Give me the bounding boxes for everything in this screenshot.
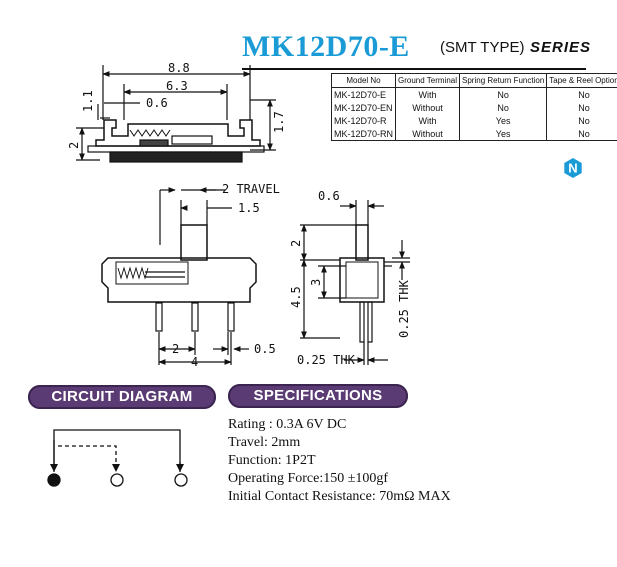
dim-1-5: 1.5: [238, 201, 260, 215]
specifications-heading: SPECIFICATIONS: [228, 384, 408, 408]
cell-model: MK-12D70-RN: [330, 127, 397, 141]
title-underline: [242, 68, 586, 70]
n-logo-icon: N: [564, 158, 582, 178]
common-terminal-filled: [47, 473, 61, 487]
dim-0-6: 0.6: [146, 96, 168, 110]
dim-2-travel: 2 TRAVEL: [222, 182, 280, 196]
dim-0-5: 0.5: [254, 342, 276, 356]
dim-2-pitch: 2: [172, 342, 179, 356]
dim-0-25-thk-horizontal: 0.25 THK: [297, 353, 356, 367]
table-row: MK-12D70-EN Without No No: [330, 101, 617, 114]
type-label: (SMT TYPE): [440, 39, 525, 56]
header-tape-reel: Tape & Reel Option: [546, 73, 617, 88]
dim-3: 3: [309, 279, 323, 286]
title-row: MK12D70-E (SMT TYPE) SERIES: [242, 30, 602, 70]
header-ground-terminal: Ground Terminal: [395, 73, 461, 88]
cell-tape: No: [546, 114, 617, 127]
spec-operating-force: Operating Force:150 ±100gf: [228, 471, 389, 486]
dim-4-5: 4.5: [289, 286, 303, 308]
cell-model: MK-12D70-R: [330, 114, 397, 127]
table-row: MK-12D70-R With Yes No: [330, 114, 617, 127]
dim-0-25-thk-vertical: 0.25 THK: [397, 279, 411, 338]
dim-0-6-side: 0.6: [318, 189, 340, 203]
terminal-open-2: [174, 473, 188, 487]
dim-2-side: 2: [289, 240, 303, 247]
model-title: MK12D70-E: [242, 30, 410, 63]
cell-tape: No: [546, 101, 617, 114]
circuit-diagram: [47, 429, 188, 487]
table-header-row: Model No Ground Terminal Spring Return F…: [330, 73, 617, 88]
top-view-drawing: [76, 65, 276, 163]
front-view-drawing: [101, 187, 257, 365]
spec-rating: Rating : 0.3A 6V DC: [228, 417, 347, 432]
spec-function: Function: 1P2T: [228, 453, 316, 468]
circuit-diagram-heading: CIRCUIT DIAGRAM: [28, 385, 216, 409]
dim-4: 4: [191, 355, 198, 369]
series-label: SERIES: [530, 39, 592, 56]
header-model-no: Model No: [330, 73, 397, 88]
spec-contact-resistance: Initial Contact Resistance: 70mΩ MAX: [228, 489, 451, 504]
terminal-open-1: [110, 473, 124, 487]
cell-tape: No: [546, 127, 617, 141]
spec-travel: Travel: 2mm: [228, 435, 301, 450]
table-row: MK-12D70-RN Without Yes No: [330, 127, 617, 141]
cell-tape: No: [546, 87, 617, 101]
cell-model: MK-12D70-EN: [330, 101, 397, 114]
specifications-list: Rating : 0.3A 6V DC Travel: 2mm Function…: [228, 416, 451, 506]
model-table: Model No Ground Terminal Spring Return F…: [330, 73, 617, 141]
dim-1-7: 1.7: [272, 111, 286, 133]
dim-2-top: 2: [67, 142, 81, 149]
n-logo-letter: N: [568, 161, 577, 176]
table-row: MK-12D70-E With No No: [330, 87, 617, 101]
side-view-drawing: [300, 200, 410, 365]
dim-8-8: 8.8: [168, 61, 190, 75]
dim-1-1: 1.1: [81, 90, 95, 112]
dim-6-3: 6.3: [166, 79, 188, 93]
cell-model: MK-12D70-E: [330, 87, 397, 101]
